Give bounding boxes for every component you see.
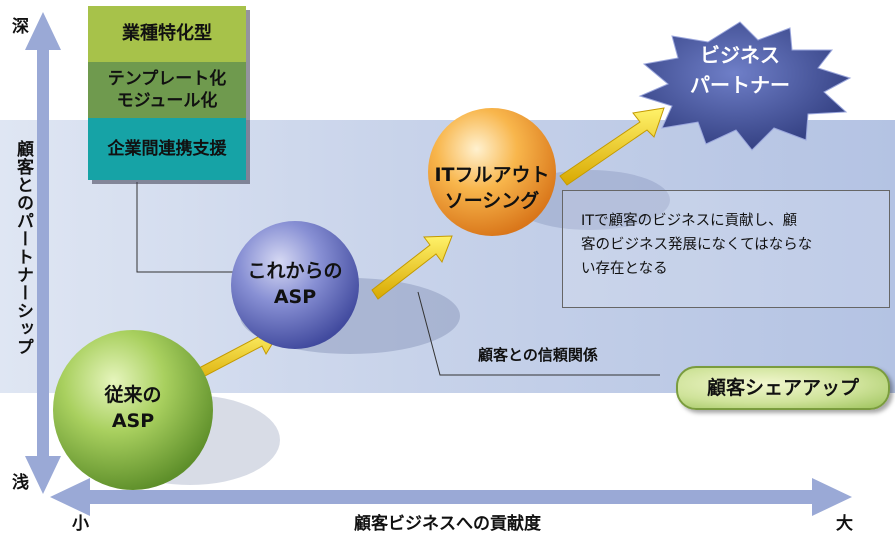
note-line2: 客のビジネス発展になくてはならな bbox=[581, 237, 813, 253]
note-line1: ITで顧客のビジネスに貢献し、顧 bbox=[581, 213, 798, 229]
goal-label-line2: パートナー bbox=[690, 73, 790, 97]
description-note: ITで顧客のビジネスに貢献し、顧 客のビジネス発展になくてはならな い存在となる bbox=[562, 190, 890, 308]
horizontal-axis-arrow bbox=[50, 478, 852, 516]
box-industry-specific: 業種特化型 bbox=[88, 6, 246, 62]
sphere-stage3 bbox=[428, 108, 556, 236]
stage2-label: これからの ASP bbox=[235, 258, 355, 310]
stage3-label: ITフルアウト ソーシング bbox=[427, 162, 557, 214]
box-template-line1: テンプレート化 bbox=[107, 69, 227, 89]
horizontal-axis-right-label: 大 bbox=[836, 514, 853, 534]
customer-share-badge: 顧客シェアアップ bbox=[676, 366, 890, 410]
vertical-axis-title: 顧客とのパートナーシップ bbox=[13, 140, 33, 356]
note-line3: い存在となる bbox=[581, 261, 668, 277]
progress-arrow-2 bbox=[371, 235, 453, 300]
goal-starburst bbox=[638, 21, 852, 151]
connector-boxes-stage2 bbox=[136, 182, 250, 273]
vertical-axis-bottom-label: 浅 bbox=[12, 473, 29, 493]
trust-label: 顧客との信頼関係 bbox=[478, 346, 598, 364]
stage1-label-line1: 従来の bbox=[104, 384, 162, 406]
progress-arrow-3 bbox=[559, 107, 665, 186]
connector-trust bbox=[417, 291, 660, 376]
horizontal-axis-title: 顧客ビジネスへの貢献度 bbox=[354, 514, 541, 534]
box-inter-company: 企業間連携支援 bbox=[88, 118, 246, 180]
stage3-label-line1: ITフルアウト bbox=[434, 164, 550, 186]
sphere-stage1 bbox=[53, 330, 213, 490]
stage2-label-line1: これからの bbox=[247, 260, 343, 282]
stage1-label: 従来の ASP bbox=[73, 382, 193, 434]
box-template-line2: モジュール化 bbox=[116, 91, 218, 111]
stage1-label-line2: ASP bbox=[111, 410, 155, 432]
sphere-stage2 bbox=[231, 221, 359, 349]
vertical-axis-top-label: 深 bbox=[12, 17, 29, 37]
stage3-label-line2: ソーシング bbox=[444, 190, 540, 212]
goal-label: ビジネス パートナー bbox=[640, 40, 840, 100]
horizontal-axis-left-label: 小 bbox=[72, 514, 89, 534]
goal-label-line1: ビジネス bbox=[700, 43, 780, 67]
stage2-label-line2: ASP bbox=[273, 286, 317, 308]
box-template-module: テンプレート化 モジュール化 bbox=[88, 62, 246, 118]
vertical-axis-arrow bbox=[25, 12, 61, 494]
